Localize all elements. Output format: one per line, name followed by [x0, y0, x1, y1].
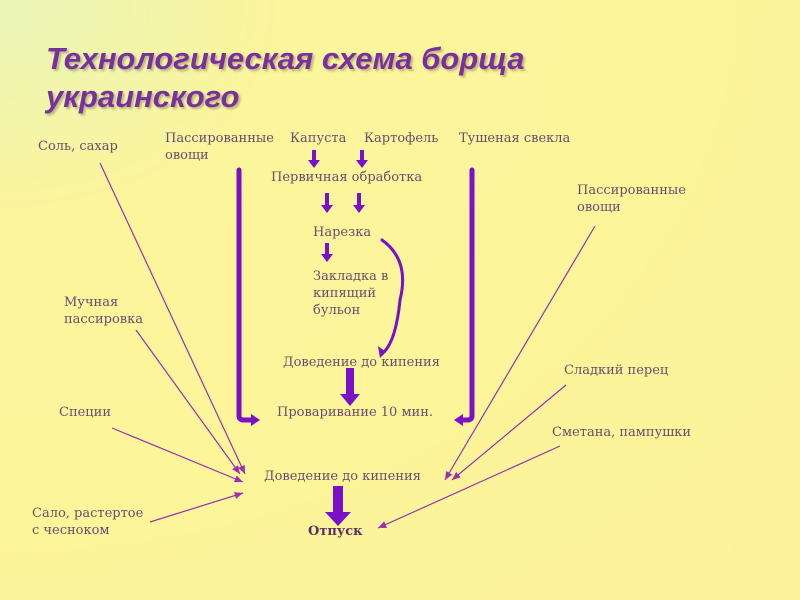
label-flour-saute: Мучная пассировка [64, 295, 143, 327]
label-lard-garlic: Сало, растертое с чесноком [32, 506, 144, 538]
label-potato: Картофель [364, 131, 439, 146]
label-salt-sugar: Соль, сахар [38, 139, 118, 154]
arrow-serve [325, 486, 351, 526]
label-sauteed-vegetables: Пассированные овощи [165, 131, 274, 163]
label-stewed-beet: Тушеная свекла [459, 131, 571, 146]
arrow-proc-2 [353, 193, 365, 213]
line-sauteed-right [444, 225, 596, 481]
line-lard [149, 492, 244, 523]
curve-arrow [380, 238, 405, 354]
label-sauteed-vegetables-right: Пассированные овощи [577, 183, 686, 215]
label-boil-10-min: Проваривание 10 мин. [277, 405, 434, 420]
label-cabbage: Капуста [290, 131, 347, 146]
label-spices: Специи [59, 405, 111, 420]
line-flour [135, 329, 241, 475]
line-pepper [451, 384, 567, 481]
right-bracket-arrow [459, 167, 475, 423]
label-bring-to-boil-1: Доведение до кипения [283, 355, 440, 370]
arrow-cabbage [308, 150, 320, 168]
label-cutting: Нарезка [313, 225, 372, 240]
arrow-cutting [321, 243, 333, 262]
arrow-proc-1 [321, 193, 333, 213]
arrow-potato [356, 150, 368, 168]
line-sour-cream [377, 445, 561, 529]
label-serve: Отпуск [308, 524, 363, 539]
label-add-to-broth: Закладка в кипящий бульон [313, 269, 389, 318]
arrow-boil [340, 368, 360, 406]
slide-title: Технологическая схема борща украинского [46, 41, 525, 114]
label-sweet-pepper: Сладкий перец [564, 363, 669, 378]
label-sour-cream: Сметана, пампушки [552, 425, 692, 440]
label-primary-processing: Первичная обработка [271, 170, 423, 185]
line-spices [111, 427, 244, 483]
left-bracket-arrow [236, 167, 255, 423]
label-bring-to-boil-2: Доведение до кипения [264, 469, 421, 484]
line-salt [99, 162, 246, 475]
